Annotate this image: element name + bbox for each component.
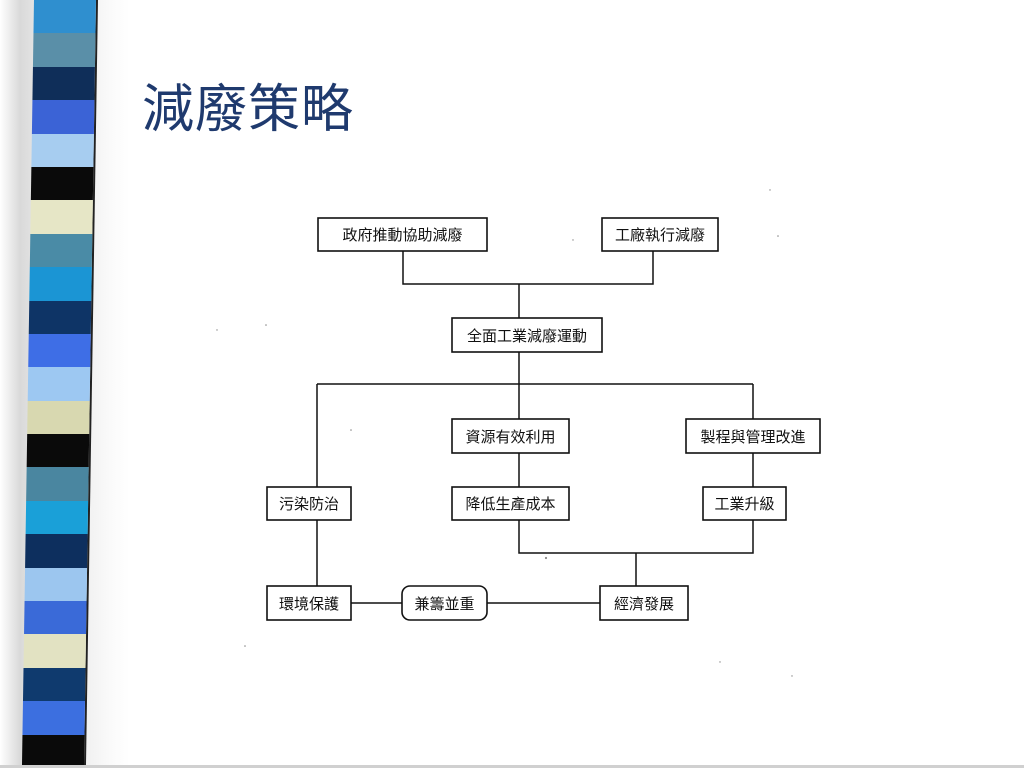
connector-upgrade-down (636, 520, 754, 554)
node-upgrade-label: 工業升級 (714, 495, 774, 513)
node-env: 環境保護 (266, 585, 352, 621)
node-upgrade: 工業升級 (702, 486, 787, 521)
node-pollution-label: 污染防治 (279, 495, 339, 513)
node-balance: 兼籌並重 (401, 585, 488, 621)
node-cost-label: 降低生產成本 (465, 495, 555, 513)
slide-title: 減廢策略 (142, 80, 355, 140)
node-process: 製程與管理改進 (685, 418, 821, 454)
node-resource: 資源有效利用 (451, 418, 570, 454)
node-resource-label: 資源有效利用 (465, 428, 555, 446)
node-movement: 全面工業減廢運動 (451, 317, 603, 353)
node-gov: 政府推動協助減廢 (317, 217, 488, 252)
node-economy: 經濟發展 (599, 585, 689, 621)
connector-cost-down (518, 520, 636, 554)
connector-gov-to-movement (402, 251, 519, 285)
node-balance-label: 兼籌並重 (414, 595, 474, 613)
node-pollution: 污染防治 (266, 486, 352, 521)
node-gov-label: 政府推動協助減廢 (342, 226, 462, 244)
node-factory: 工廠執行減廢 (601, 217, 719, 252)
scan-specks (216, 189, 793, 677)
node-economy-label: 經濟發展 (614, 595, 674, 613)
node-factory-label: 工廠執行減廢 (615, 226, 705, 244)
node-env-label: 環境保護 (279, 595, 339, 613)
bottom-edge-line (0, 765, 1024, 768)
node-process-label: 製程與管理改進 (700, 428, 805, 446)
node-movement-label: 全面工業減廢運動 (467, 327, 587, 345)
connectors (316, 251, 754, 604)
node-cost: 降低生產成本 (451, 486, 570, 521)
connector-factory-to-movement (519, 251, 654, 285)
